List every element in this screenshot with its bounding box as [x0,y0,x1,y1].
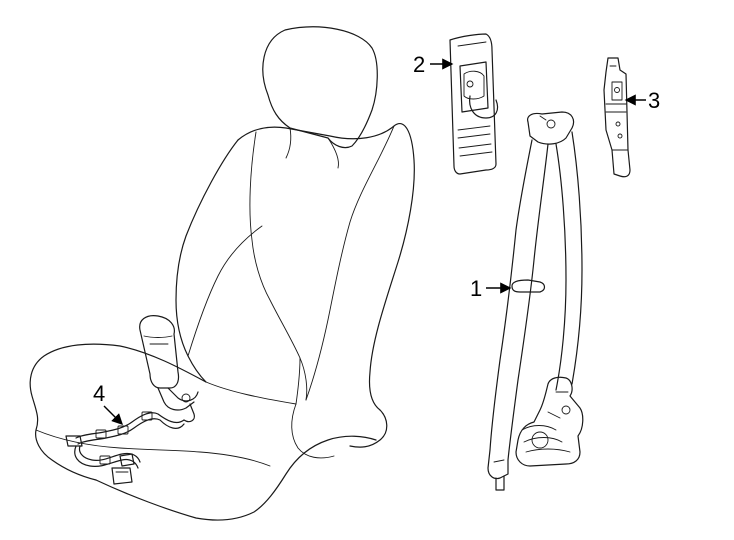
callout-3: 3 [624,88,660,113]
callout-1: 1 [470,276,512,301]
part-3-height-adjuster [603,57,631,178]
callout-label-3: 3 [648,88,660,113]
callout-label-1: 1 [470,276,482,301]
callout-arrow-4 [103,405,123,425]
callout-label-4: 4 [93,381,105,406]
callout-label-2: 2 [413,52,425,77]
part-4-buckle-harness [65,315,199,485]
callout-2: 2 [413,52,454,77]
seat-illustration [29,26,415,521]
part-1-belt-assembly [487,111,584,491]
part-2-pillar-panel [449,33,499,175]
callout-4: 4 [93,381,123,425]
